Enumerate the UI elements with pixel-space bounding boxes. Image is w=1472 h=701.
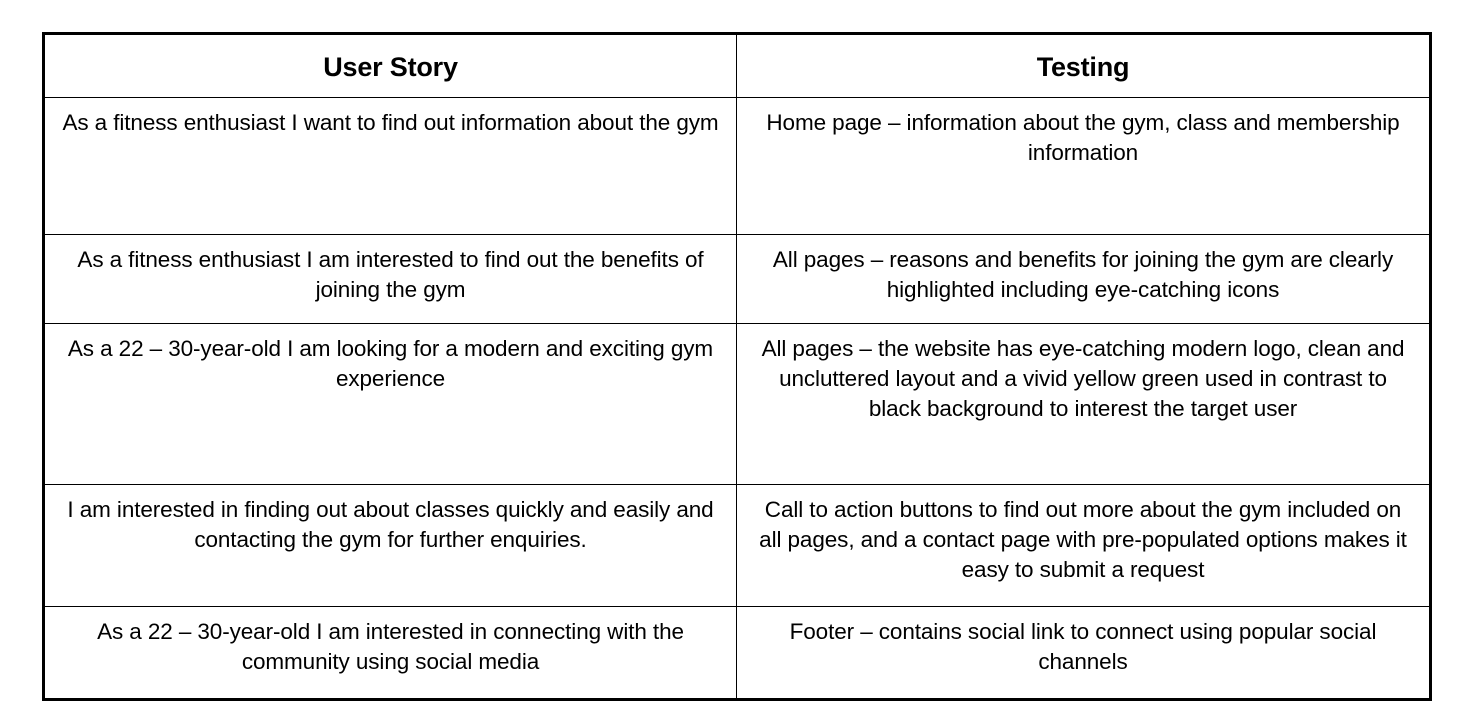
table-row: As a 22 – 30-year-old I am looking for a… bbox=[43, 323, 1431, 486]
user-story-text: As a 22 – 30-year-old I am looking for a… bbox=[67, 336, 714, 392]
cell-user-story: As a 22 – 30-year-old I am interested in… bbox=[43, 606, 737, 701]
table-row: As a fitness enthusiast I am interested … bbox=[43, 234, 1431, 325]
column-header-user-story: User Story bbox=[43, 32, 737, 99]
testing-text: Call to action buttons to find out more … bbox=[759, 497, 1407, 583]
cell-user-story: As a fitness enthusiast I want to find o… bbox=[43, 97, 737, 236]
cell-testing: All pages – the website has eye-catching… bbox=[736, 323, 1431, 486]
story-table-container: User Story Testing As a fitness enthusia… bbox=[42, 32, 1432, 701]
user-story-text: As a 22 – 30-year-old I am interested in… bbox=[97, 619, 684, 675]
cell-testing: Home page – information about the gym, c… bbox=[736, 97, 1431, 236]
table-body: As a fitness enthusiast I want to find o… bbox=[43, 97, 1431, 701]
cell-testing: All pages – reasons and benefits for joi… bbox=[736, 234, 1431, 325]
table-header: User Story Testing bbox=[43, 32, 1431, 99]
cell-testing: Footer – contains social link to connect… bbox=[736, 606, 1431, 701]
user-story-text: As a fitness enthusiast I want to find o… bbox=[62, 110, 719, 136]
user-story-testing-table: User Story Testing As a fitness enthusia… bbox=[42, 32, 1432, 701]
cell-user-story: As a 22 – 30-year-old I am looking for a… bbox=[43, 323, 737, 486]
testing-text: Footer – contains social link to connect… bbox=[789, 619, 1377, 675]
column-header-testing: Testing bbox=[736, 32, 1431, 99]
user-story-text: I am interested in finding out about cla… bbox=[67, 497, 714, 553]
table-row: As a fitness enthusiast I want to find o… bbox=[43, 97, 1431, 236]
testing-text: All pages – reasons and benefits for joi… bbox=[772, 247, 1394, 303]
user-story-text: As a fitness enthusiast I am interested … bbox=[77, 247, 704, 303]
testing-text: Home page – information about the gym, c… bbox=[766, 110, 1400, 166]
cell-user-story: As a fitness enthusiast I am interested … bbox=[43, 234, 737, 325]
cell-testing: Call to action buttons to find out more … bbox=[736, 484, 1431, 608]
cell-user-story: I am interested in finding out about cla… bbox=[43, 484, 737, 608]
table-row: As a 22 – 30-year-old I am interested in… bbox=[43, 606, 1431, 701]
testing-text: All pages – the website has eye-catching… bbox=[761, 336, 1405, 422]
table-header-row: User Story Testing bbox=[43, 32, 1431, 99]
table-row: I am interested in finding out about cla… bbox=[43, 484, 1431, 608]
